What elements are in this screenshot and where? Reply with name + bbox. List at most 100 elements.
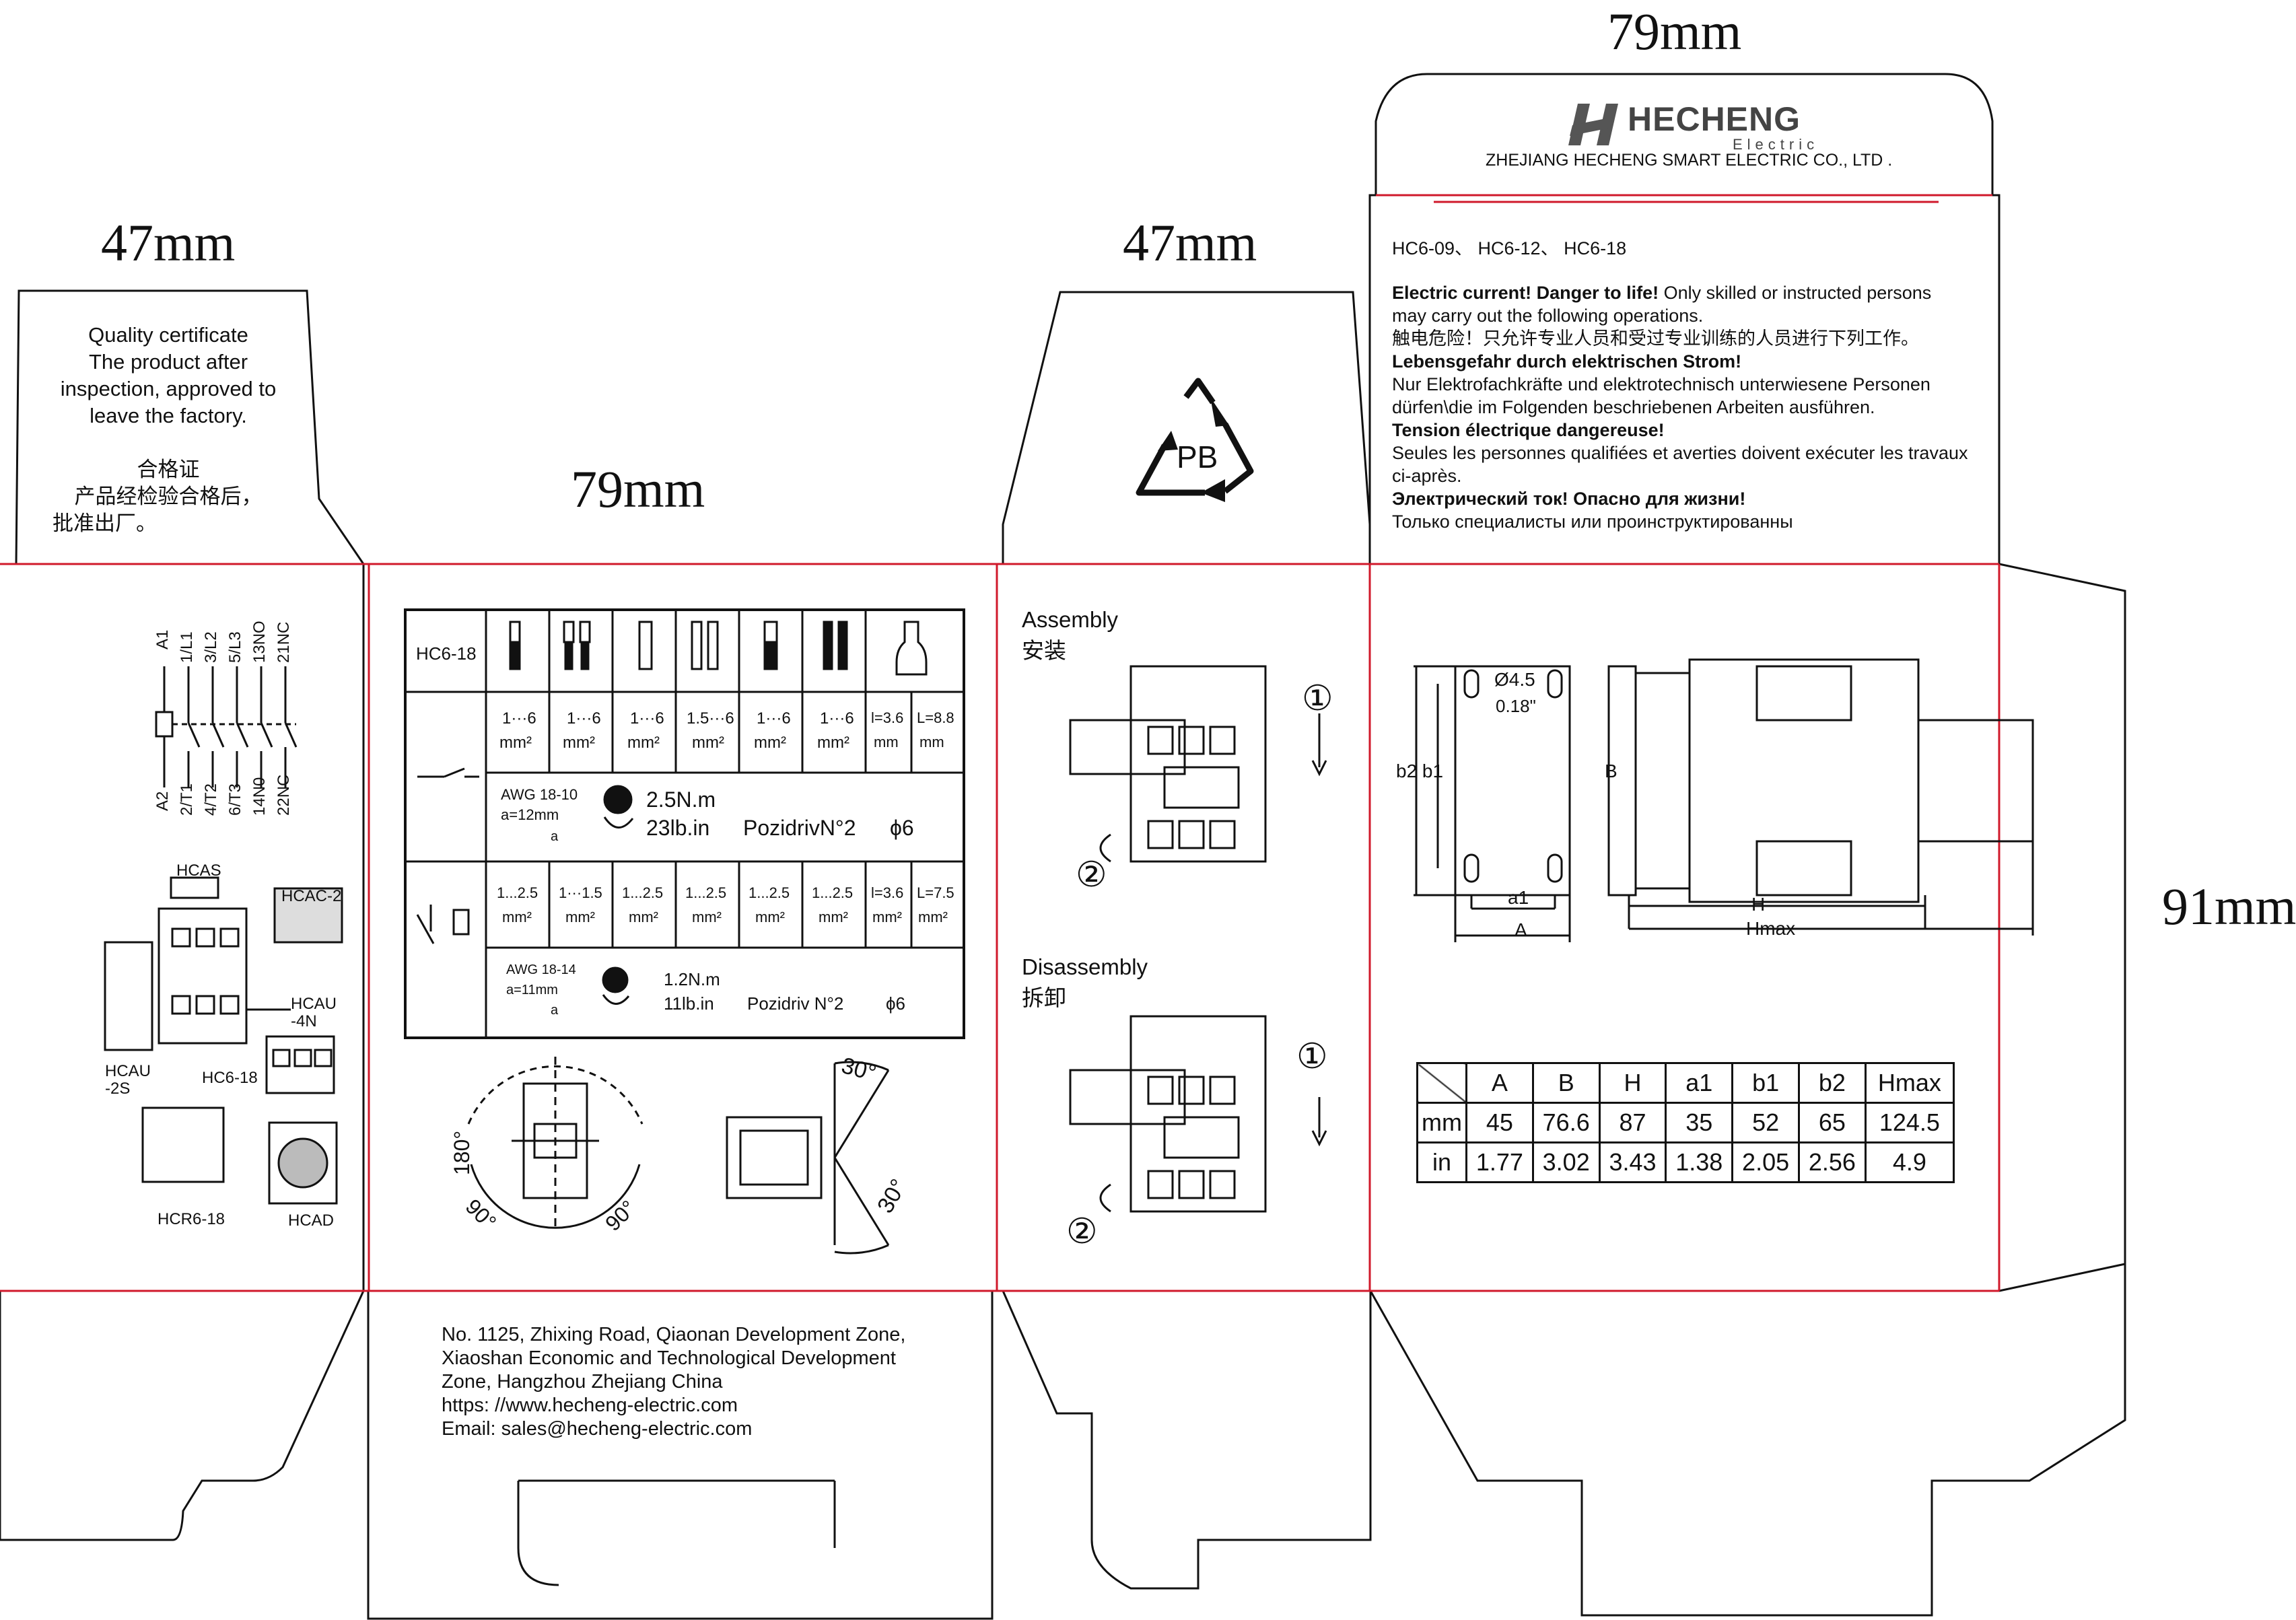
accessory-hcau2s-suffix: -2S	[105, 1080, 131, 1098]
spec-screw2: Pozidriv N°2	[747, 993, 844, 1014]
dim-header-B: B	[1531, 1062, 1601, 1104]
dim-cell: 65	[1797, 1102, 1867, 1143]
spec-row2-u3: mm²	[692, 909, 722, 925]
spec-row2-u5: mm²	[819, 909, 848, 925]
brand-name: HECHENG	[1628, 100, 1801, 138]
spec-row1-c0: 1···6	[502, 709, 536, 728]
spec-row2-c5: 1...2.5	[812, 884, 854, 901]
wiring-bottom-t3: 6/T3	[226, 783, 244, 816]
accessory-hc618: HC6-18	[202, 1069, 258, 1087]
safety-warning-block: Electric current! Danger to life! Only s…	[1392, 281, 1991, 533]
drawing-hole-in: 0.18"	[1496, 696, 1536, 716]
table-row: mm 45 76.6 87 35 52 65 124.5	[1416, 1102, 1955, 1143]
quality-en-1: Quality certificate	[88, 323, 248, 347]
quality-zh-2: 批准出厂。	[53, 512, 157, 535]
warning-fr-line1: Seules les personnes qualifiées et avert…	[1392, 443, 1968, 463]
dim-row-unit: in	[1416, 1141, 1467, 1183]
brand-subtitle: Electric	[1733, 136, 1819, 153]
disassembly-title-en: Disassembly	[1022, 954, 1148, 979]
disassembly-title-zh: 拆卸	[1022, 985, 1066, 1010]
dim-height: 91mm	[2162, 877, 2296, 936]
dim-row-unit: mm	[1416, 1102, 1467, 1143]
warning-en-text: Only skilled or instructed persons	[1659, 283, 1932, 303]
warning-ru-title: Электрический ток! Опасно для жизни!	[1392, 489, 1746, 509]
quality-zh-1: 产品经检验合格后，	[74, 485, 263, 508]
quality-en-2: The product after	[88, 350, 248, 374]
spec-a2-label: a	[551, 1003, 559, 1018]
spec-screw1: PozidrivN°2	[743, 816, 856, 840]
disassembly-step1: ①	[1296, 1037, 1328, 1076]
spec-row1-c3: 1.5···6	[687, 709, 734, 728]
spec-row2-c3: 1...2.5	[685, 884, 727, 901]
address-website: https: //www.hecheng-electric.com	[442, 1395, 738, 1416]
drawing-b2b1: b2 b1	[1396, 761, 1444, 781]
spec-row2-u2: mm²	[629, 909, 658, 925]
dim-cell: 3.02	[1531, 1141, 1601, 1183]
dim-header-b2: b2	[1797, 1062, 1867, 1104]
wiring-top-l2: 3/L2	[202, 631, 220, 663]
spec-row1-c6: l=3.6	[871, 709, 904, 726]
dimensions-table: A B H a1 b1 b2 Hmax mm 45 76.6 87 35 52 …	[1416, 1062, 1955, 1183]
dim-cell: 87	[1598, 1102, 1667, 1143]
assembly-title-en: Assembly	[1022, 607, 1119, 632]
warning-ru-line1: Только специалисты или проинструктирован…	[1392, 512, 1793, 532]
wiring-top-l3: 5/L3	[226, 631, 244, 663]
spec-row1-c5: 1···6	[820, 709, 854, 728]
spec-row2-c6: l=3.6	[871, 884, 904, 901]
hecheng-logo-icon	[1568, 104, 1618, 145]
recycle-code: PB	[1177, 439, 1218, 474]
company-name: ZHEJIANG HECHENG SMART ELECTRIC CO., LTD…	[1486, 151, 1893, 170]
spec-a2: a=11mm	[506, 983, 558, 997]
drawing-A: A	[1515, 919, 1527, 940]
spec-awg1: AWG 18-10	[501, 786, 578, 803]
spec-row1-u6: mm	[874, 734, 899, 750]
quality-en-3: inspection, approved to	[60, 377, 277, 400]
spec-row1-u2: mm²	[627, 734, 660, 752]
spec-row2-u0: mm²	[502, 909, 532, 925]
spec-torque1-lb: 23lb.in	[646, 816, 710, 840]
wiring-schematic	[155, 666, 298, 787]
address-line1: No. 1125, Zhixing Road, Qiaonan Developm…	[442, 1324, 906, 1345]
spec-torque1-nm: 2.5N.m	[646, 787, 716, 812]
spec-row2-u4: mm²	[755, 909, 785, 925]
dim-left-flap-width: 47mm	[101, 213, 236, 272]
model-list: HC6-09、 HC6-12、 HC6-18	[1392, 238, 1627, 258]
warning-de-line1: Nur Elektrofachkräfte und elektrotechnis…	[1392, 374, 1930, 394]
accessory-hcau2s: HCAU	[105, 1062, 151, 1080]
dim-table-header: A B H a1 b1 b2 Hmax	[1416, 1062, 1955, 1104]
spec-row2-c7: L=7.5	[917, 884, 954, 901]
quality-zh-title: 合格证	[137, 458, 200, 481]
spec-row1-u3: mm²	[692, 734, 724, 752]
warning-de-title: Lebensgefahr durch elektrischen Strom!	[1392, 351, 1742, 372]
spec-table: HC6-18	[404, 608, 965, 1039]
dim-cell: 1.77	[1465, 1141, 1534, 1183]
spec-row2-c1: 1···1.5	[559, 884, 602, 901]
spec-row2-u1: mm²	[565, 909, 595, 925]
dim-cell: 4.9	[1864, 1141, 1955, 1183]
accessory-hcac2: HCAC-2	[281, 887, 342, 905]
spec-row2-c4: 1...2.5	[749, 884, 790, 901]
assembly-step2: ②	[1076, 855, 1107, 894]
spec-model: HC6-18	[416, 643, 477, 664]
spec-phi1: ϕ6	[890, 816, 914, 840]
dim-cell: 52	[1731, 1102, 1800, 1143]
dim-top-width: 79mm	[1607, 2, 1742, 61]
dim-header-H: H	[1598, 1062, 1667, 1104]
warning-fr-title: Tension électrique dangereuse!	[1392, 420, 1665, 440]
spec-torque2-lb: 11lb.in	[664, 993, 714, 1014]
dim-cell: 124.5	[1864, 1102, 1955, 1143]
spec-phi2: ϕ6	[886, 993, 906, 1014]
company-address: No. 1125, Zhixing Road, Qiaonan Developm…	[442, 1323, 905, 1441]
spec-row2-c0: 1...2.5	[497, 884, 538, 901]
wiring-top-21nc: 21NC	[275, 621, 293, 663]
dim-table-corner	[1416, 1062, 1467, 1104]
assembly-step1: ①	[1302, 679, 1333, 718]
wiring-bottom-22nc: 22NC	[275, 774, 293, 816]
assembly-title-zh: 安装	[1022, 638, 1066, 663]
quality-en-4: leave the factory.	[90, 404, 247, 427]
dim-cell: 76.6	[1531, 1102, 1601, 1143]
recycle-symbol: PB	[1131, 377, 1265, 502]
drawing-hole-dia: Ø4.5	[1494, 669, 1535, 690]
quality-certificate: Quality certificate The product after in…	[40, 322, 296, 537]
